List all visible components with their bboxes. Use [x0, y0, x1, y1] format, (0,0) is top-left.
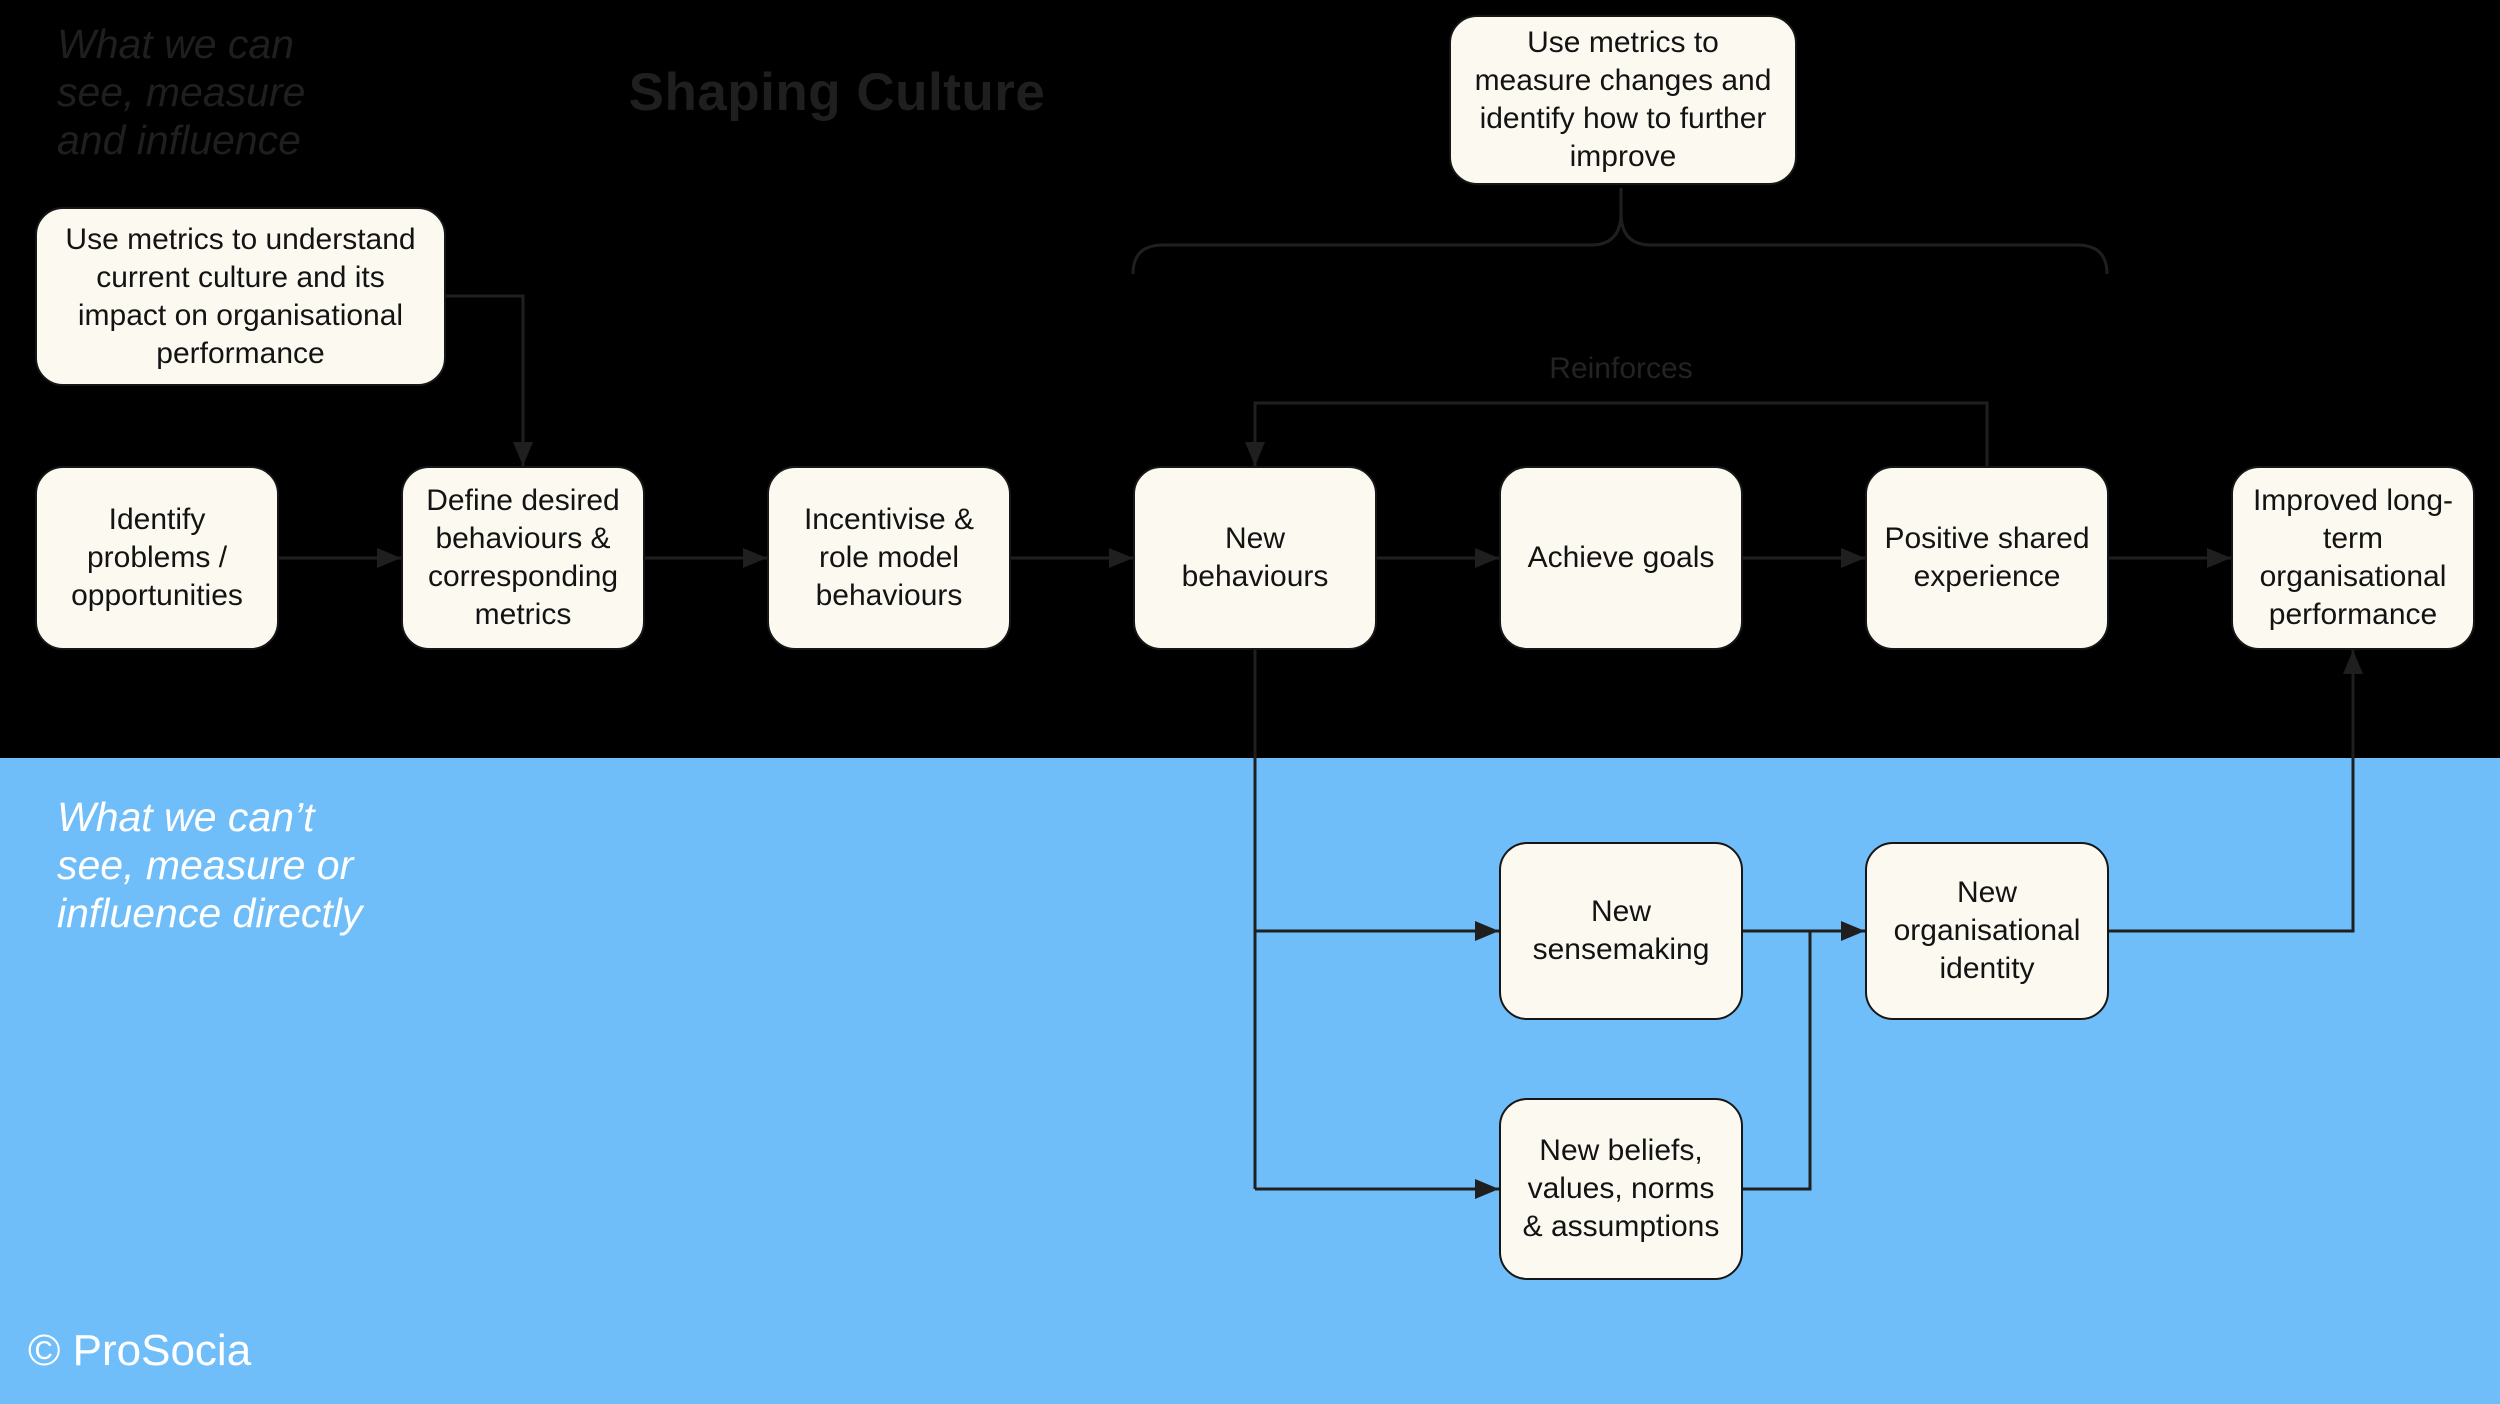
flow-box-define-behaviours: Define desired behaviours & correspondin… [401, 466, 645, 650]
box-use-metrics-measure-changes: Use metrics to measure changes and ident… [1449, 15, 1797, 185]
flow-box-new-behaviours: New behaviours [1133, 466, 1377, 650]
note-hidden-influence: What we can’t see, measure or influence … [57, 794, 363, 936]
note-visible-influence: What we can see, measure and influence [57, 21, 306, 163]
flow-box-improved-performance: Improved long-term organisational perfor… [2231, 466, 2475, 650]
reinforces-loop [1245, 401, 1989, 466]
page-title: Shaping Culture [628, 63, 1046, 122]
flow-box-incentivise-role-model: Incentivise & role model behaviours [767, 466, 1011, 650]
brace-measure-range [1131, 188, 2109, 275]
box-use-metrics-understand-culture: Use metrics to understand current cultur… [35, 207, 446, 386]
hidden-box-new-org-identity: New organisational identity [1865, 842, 2109, 1020]
reinforces-label: Reinforces [1549, 352, 1693, 385]
hidden-culture-zone [0, 758, 2500, 1404]
arrow-understand-to-define [446, 294, 533, 466]
copyright-label: © ProSocia [28, 1326, 252, 1375]
hidden-box-new-sensemaking: New sensemaking [1499, 842, 1743, 1020]
flow-box-identify-problems: Identify problems / opportunities [35, 466, 279, 650]
flow-box-positive-shared-experience: Positive shared experience [1865, 466, 2109, 650]
hidden-box-new-beliefs: New beliefs, values, norms & assumptions [1499, 1098, 1743, 1280]
flow-box-achieve-goals: Achieve goals [1499, 466, 1743, 650]
